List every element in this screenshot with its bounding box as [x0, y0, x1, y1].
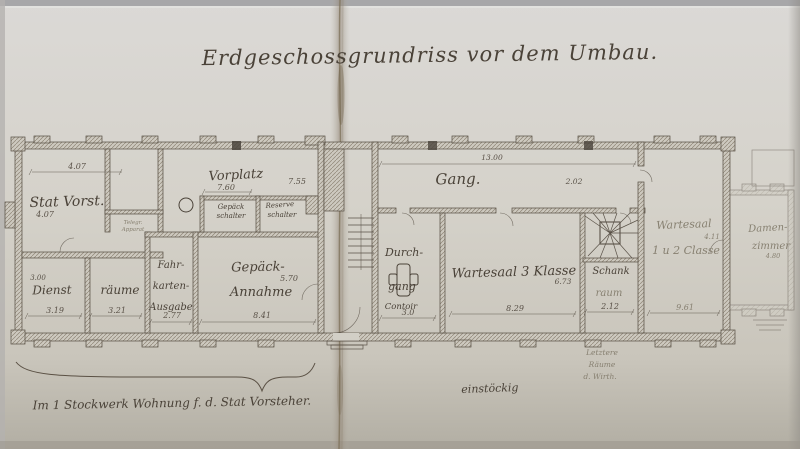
room-label-telegraf-1: Telegr. — [124, 220, 143, 226]
dim-dienst-1: 3.19 — [46, 306, 64, 315]
room-label-dienst-1: Dienst — [31, 283, 72, 298]
room-label-fahrkarten-1: Fahr- — [157, 260, 185, 271]
room-label-stat-vorst: Stat Vorst. — [29, 193, 104, 211]
dim-wartesaal3-inner: 6.73 — [555, 277, 572, 286]
room-label-fahrkarten-3: Ausgabe — [148, 302, 193, 313]
room-label-reserve-schalter-1: Reserve — [264, 200, 294, 210]
wirt-note-2: Räume — [588, 360, 616, 369]
dim-wartesaal12: 9.61 — [676, 303, 694, 312]
room-label-gang: Gang. — [435, 170, 480, 189]
building-walls — [4, 135, 736, 348]
dim-vorplatz: 7.60 — [217, 183, 235, 192]
dim-gang-length: 13.00 — [481, 153, 503, 162]
pilasters-bottom — [33, 339, 717, 348]
room-label-gepaeck-2: Annahme — [229, 285, 293, 300]
dim-wartesaal3: 8.29 — [506, 304, 524, 313]
footnote-brace — [15, 361, 316, 393]
room-label-wartesaal12-2: 1 u 2 Classe — [652, 244, 720, 257]
contoir-table — [388, 263, 419, 297]
chimney-mark — [232, 141, 241, 150]
room-label-telegraf-2: Apparat — [121, 227, 145, 233]
room-label-wartesaal12-1: Wartesaal — [656, 217, 712, 232]
winder-staircase — [584, 212, 639, 259]
room-label-durchgang-2: gang — [388, 280, 416, 293]
dim-schank: 2.12 — [600, 302, 619, 311]
room-label-gepaeck-1: Gepäck- — [231, 260, 285, 276]
pilasters-top — [33, 135, 717, 146]
stove-circle — [178, 197, 194, 213]
vestibule-stairs — [348, 214, 374, 270]
dim-gepaeck-inner: 5.70 — [280, 274, 298, 283]
room-label-gepaeck-schalter-2: schalter — [217, 212, 246, 220]
footnote-text: Im 1 Stockwerk Wohnung f. d. Stat Vorste… — [32, 394, 312, 413]
room-label-schank-1: Schank — [592, 266, 629, 277]
room-label-gepaeck-schalter-1: Gepäck — [218, 203, 245, 211]
dim-fahrkarten: 2.77 — [162, 311, 182, 320]
room-label-wartesaal3: Wartesaal 3 Klasse — [451, 263, 576, 281]
dim-dienst-note: 3.00 — [30, 274, 46, 282]
damen-annex — [729, 149, 795, 331]
dim-stat-vorst-top: 4.07 — [67, 162, 87, 171]
entrance-porch — [326, 333, 368, 350]
room-label-fahrkarten-2: karten- — [153, 281, 190, 292]
dimension-lines — [24, 160, 721, 326]
chimney-mark — [428, 141, 437, 150]
einstoeckig-note: einstöckig — [461, 381, 519, 396]
dim-damen: 4.80 — [765, 252, 780, 260]
room-label-schank-2: raum — [596, 288, 623, 299]
room-label-damen-1: Damen- — [747, 222, 788, 235]
room-label-durchgang-1: Durch- — [384, 246, 423, 259]
chimney-mark — [584, 141, 593, 150]
room-label-damen-2: zimmer — [751, 241, 791, 252]
dim-stat-vorst-note: 4.07 — [35, 210, 55, 219]
door-swings — [59, 169, 724, 334]
dim-durchgang: 3.0 — [402, 308, 415, 317]
dim-wartesaal12-inner: 4.11 — [703, 233, 720, 241]
room-label-reserve-schalter-2: schalter — [268, 211, 297, 219]
room-note-contoir: Contoir — [385, 302, 418, 312]
wirt-note-1: Letztere — [585, 348, 618, 357]
dim-gang-width: 2.02 — [565, 177, 583, 186]
wirt-note-3: d. Wirth. — [583, 372, 616, 381]
dim-vorplatz-right: 7.55 — [288, 177, 306, 186]
dim-dienst-2: 3.21 — [108, 306, 126, 315]
dim-gepaeck: 8.41 — [253, 311, 271, 320]
room-label-dienst-2: räume — [100, 283, 139, 297]
room-label-vorplatz: Vorplatz — [208, 167, 263, 185]
